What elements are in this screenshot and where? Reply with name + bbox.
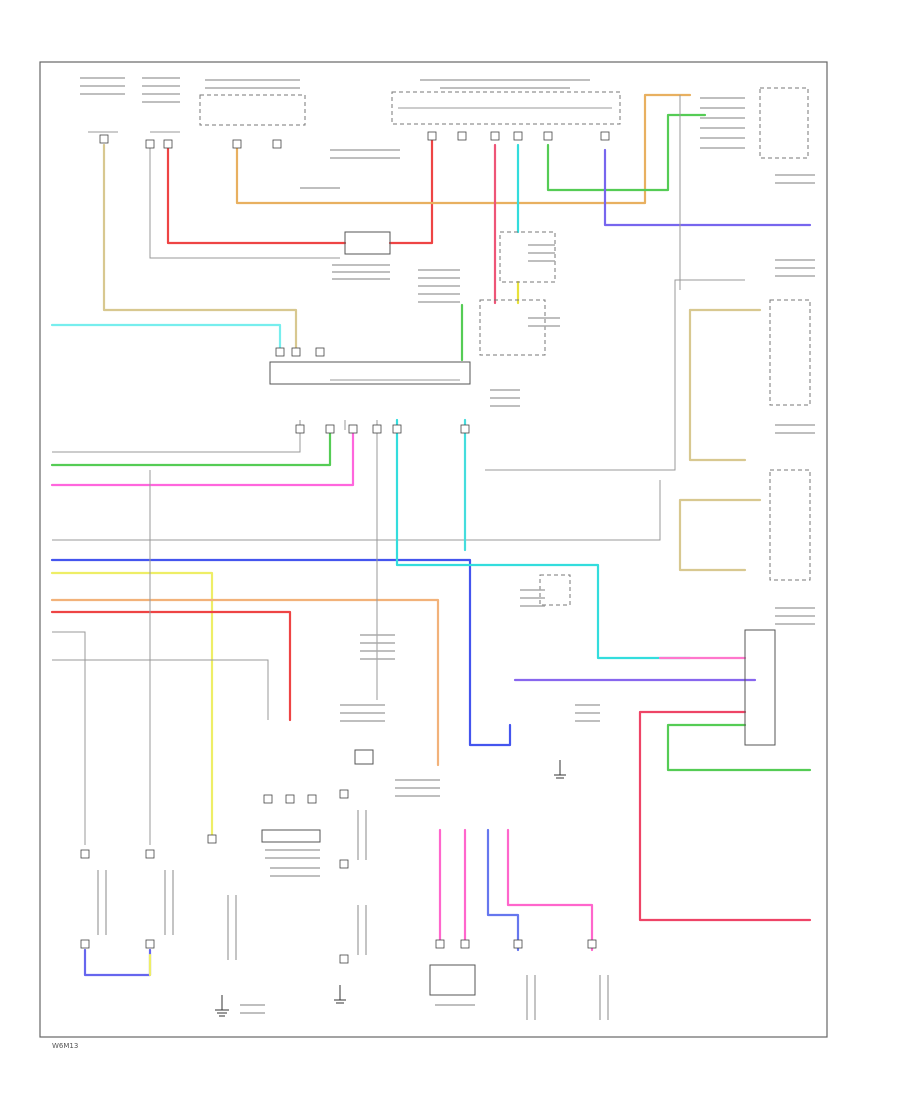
right-panel-top	[759, 87, 809, 159]
small-relay	[354, 749, 374, 765]
wire-red-top-right	[388, 138, 434, 245]
relay-box-cyan	[499, 231, 556, 283]
relay-box-pink	[479, 299, 546, 356]
wire-red-long	[50, 610, 292, 722]
wire-blue-long	[50, 558, 512, 747]
wire-yellow-long	[50, 571, 214, 837]
right-panel-upper	[769, 299, 811, 406]
label-marks	[80, 77, 815, 1020]
right-panel-mid	[769, 469, 811, 581]
wire-violet-top-right	[603, 148, 812, 227]
wire-grey-top	[149, 145, 340, 259]
junction-block	[269, 361, 471, 385]
wire-grey-bus-1	[52, 420, 301, 453]
ground-symbols	[215, 760, 566, 1017]
figure-id: W6M13	[52, 1042, 78, 1050]
wire-pink-bottom-3	[506, 828, 594, 952]
ground-right	[554, 760, 566, 779]
combination-switch-box	[199, 94, 306, 126]
wire-red-right	[638, 710, 812, 922]
wire-grey-bus-2	[52, 480, 661, 541]
wire-tan-left	[102, 143, 298, 352]
lower-sensor-box	[261, 829, 321, 843]
wire-orange-top	[235, 93, 692, 205]
wire-tan-right	[688, 308, 747, 462]
driver-door-switch-box	[391, 91, 621, 125]
diagram-border	[39, 61, 828, 1038]
ground-mid	[334, 985, 346, 1004]
wire-green-top	[546, 113, 707, 192]
bottom-component	[429, 964, 476, 996]
top-connectors	[88, 91, 621, 133]
wire-tan-right-3	[678, 498, 762, 572]
wire-grey-long	[52, 631, 86, 845]
wire-cyan-big	[395, 418, 692, 660]
wire-cyan-left	[50, 323, 282, 352]
wire-green-bus	[50, 428, 332, 467]
connector-pins	[80, 131, 610, 964]
wire-blue-bottom	[83, 948, 152, 977]
wire-grey-right-1	[485, 279, 745, 471]
wire-peach-long	[50, 598, 440, 767]
ground-left	[215, 995, 229, 1017]
wires	[50, 93, 812, 977]
right-panel-ecm	[744, 629, 776, 746]
wire-pink-bus	[50, 428, 355, 487]
wire-grey-long-2	[52, 659, 269, 720]
wire-green-right	[666, 723, 812, 772]
relay-box-upper	[344, 231, 391, 255]
wire-red-top	[166, 143, 347, 245]
wire-blue-bottom-2	[486, 828, 520, 952]
components	[261, 87, 811, 996]
